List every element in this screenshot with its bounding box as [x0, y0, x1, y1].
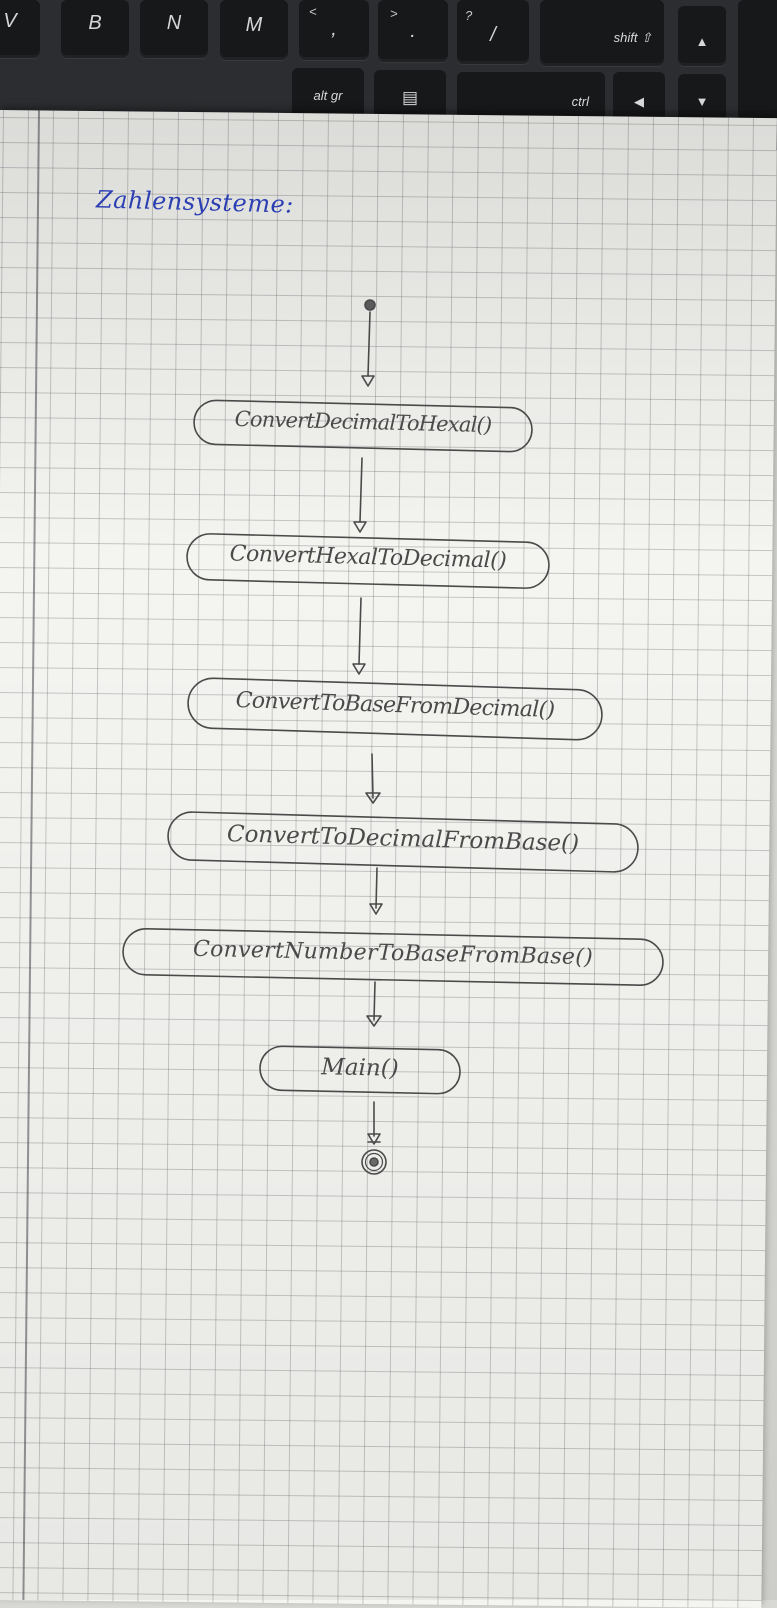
key-sublabel: > — [390, 6, 398, 21]
key-up-arrow: ▲ — [678, 6, 726, 66]
up-arrow-icon: ▲ — [695, 34, 709, 49]
key-slash: ? / — [457, 0, 529, 64]
key-comma: < , — [299, 0, 369, 60]
key-label: alt gr — [313, 88, 343, 103]
laptop-keyboard: V B N M < , > . ? / shift ⇧ alt gr ▤ ctr… — [0, 0, 777, 150]
connector-node-5-to-node-6 — [366, 981, 382, 1027]
key-edge — [738, 0, 777, 140]
node-6-label: Main() — [321, 1054, 399, 1082]
connector-node-6-to-end — [367, 1101, 381, 1145]
connector-start-to-node-1 — [361, 311, 375, 387]
end-node — [361, 1149, 387, 1175]
key-label: . — [410, 20, 416, 42]
node-6-outline — [259, 1045, 461, 1095]
key-m: M — [220, 0, 288, 60]
down-arrow-icon: ▼ — [695, 94, 709, 109]
key-label: M — [245, 14, 263, 36]
key-shift: shift ⇧ — [540, 0, 664, 66]
key-n: N — [140, 0, 208, 58]
connector-node-4-to-node-5 — [369, 867, 383, 915]
key-label: ctrl — [571, 94, 589, 109]
key-sublabel: ? — [465, 8, 473, 23]
key-label: B — [88, 12, 102, 34]
node-5-outline — [122, 928, 664, 986]
key-label: V — [3, 10, 17, 32]
connector-node-1-to-node-2 — [353, 457, 367, 533]
key-sublabel: < — [309, 4, 317, 19]
node-3-outline — [187, 677, 603, 741]
key-b: B — [61, 0, 129, 58]
node-4-outline — [167, 811, 639, 873]
connector-node-3-to-node-4 — [365, 753, 381, 804]
key-period: > . — [378, 0, 448, 62]
connector-node-2-to-node-3 — [352, 597, 366, 675]
key-label: , — [331, 18, 337, 40]
node-1-outline — [193, 399, 533, 453]
menu-icon: ▤ — [401, 88, 419, 107]
key-label: / — [490, 24, 496, 46]
left-arrow-icon: ◀ — [634, 94, 644, 109]
key-label: N — [166, 12, 182, 34]
start-node — [364, 299, 376, 311]
key-label: shift ⇧ — [613, 30, 652, 45]
key-v: V — [0, 0, 40, 58]
node-2-outline — [186, 533, 550, 589]
